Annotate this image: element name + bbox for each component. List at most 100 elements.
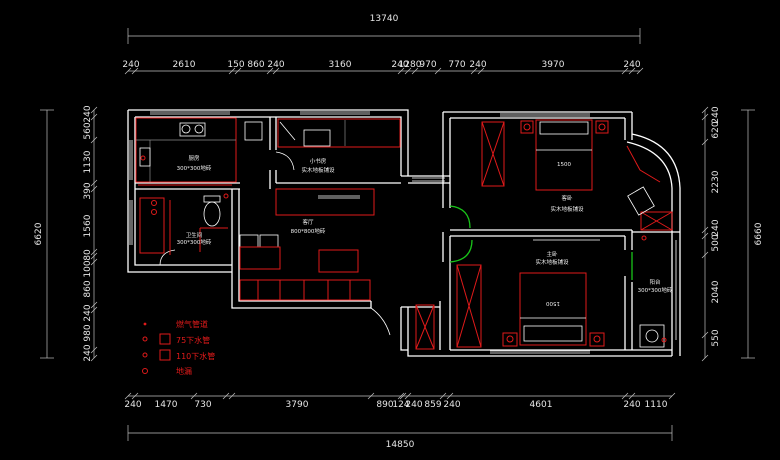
dimension-tick <box>124 67 132 75</box>
left-dim-1: 240 <box>83 105 93 122</box>
bath-spec: 300*300地砖 <box>177 238 212 246</box>
left-dim-3: 1130 <box>83 150 93 173</box>
left-dim-11: 240 <box>83 344 93 361</box>
bottom-dim-1: 240 <box>124 400 141 410</box>
bottom-dim-5: 890 <box>376 400 393 410</box>
dimension-tick <box>90 258 98 266</box>
dimension-tick <box>621 392 629 400</box>
study-door <box>275 151 295 171</box>
left-dim-2: 560 <box>83 122 93 139</box>
bottom-dim-6: 124 <box>392 400 409 410</box>
room-labels: 厨房 300*300地砖 小书房 实木地板铺设 卫生间 300*300地砖 客厅… <box>177 154 673 306</box>
living-fixtures <box>239 188 435 350</box>
dimension-tick <box>701 331 709 339</box>
left-dim-7: 100 <box>83 260 93 277</box>
dimension-tick <box>124 392 132 400</box>
master-bed <box>519 272 587 346</box>
dimension-tick <box>434 67 442 75</box>
top-dim-3: 150 <box>227 60 244 70</box>
top-dim-1: 240 <box>122 60 139 70</box>
dimension-tick <box>399 392 407 400</box>
top-dim-7: 240 <box>391 60 408 70</box>
master-name: 主卧 <box>546 250 558 258</box>
nightstand-lamp-icon <box>506 335 514 343</box>
legend-110: 110下水管 <box>176 351 215 361</box>
left-total-dimension: 6620 <box>34 222 44 245</box>
left-dim-6: 80 <box>83 249 93 261</box>
dimension-tick <box>470 67 478 75</box>
top-dim-9: 970 <box>419 60 436 70</box>
dimension-tick <box>90 252 98 260</box>
nightstand-lamp-icon <box>593 335 601 343</box>
guest-bed <box>535 119 593 191</box>
tv-cabinet <box>275 188 375 216</box>
burner-icon <box>194 124 204 134</box>
study-name: 小书房 <box>310 157 327 165</box>
bottom-total-dimension: 14850 <box>386 440 415 450</box>
top-total-dimension: 13740 <box>370 14 399 24</box>
guest-spec: 实木地板铺设 <box>550 205 584 213</box>
top-dimensions: 13740 240 2610 150 860 240 3160 240 1280… <box>122 14 644 75</box>
walls <box>127 109 681 357</box>
living-name: 客厅 <box>302 218 314 226</box>
left-dim-4: 390 <box>83 182 93 199</box>
top-dim-12: 3970 <box>542 60 565 70</box>
guest-bedroom-door <box>449 205 471 229</box>
right-total-dimension: 6660 <box>754 222 764 245</box>
dimension-tick <box>272 67 280 75</box>
right-dim-7: 550 <box>711 329 721 346</box>
dimension-tick <box>397 67 405 75</box>
top-dim-13: 240 <box>623 60 640 70</box>
armchair-icon <box>627 186 655 216</box>
dimension-tick <box>90 179 98 187</box>
dimension-tick <box>668 392 676 400</box>
dimension-tick <box>234 67 242 75</box>
dimension-tick <box>266 67 274 75</box>
bottom-dim-8: 859 <box>424 400 441 410</box>
right-dim-5: 500 <box>711 234 721 251</box>
bottom-dim-11: 240 <box>623 400 640 410</box>
dimension-tick <box>411 67 419 75</box>
kitchen-spec: 300*300地砖 <box>177 164 212 172</box>
top-dim-5: 240 <box>267 60 284 70</box>
left-dim-8: 860 <box>83 280 93 297</box>
right-dim-2: 620 <box>711 121 721 138</box>
drain-pipe-110-icon <box>142 352 148 358</box>
top-dim-8: 1280 <box>399 60 422 70</box>
dimension-tick <box>90 354 98 362</box>
dimension-tick <box>701 106 709 114</box>
bottom-dimensions: 240 1470 730 3790 890 124 240 859 240 46… <box>124 392 676 450</box>
toilet-icon <box>203 201 221 227</box>
kitchen-fixtures <box>135 117 263 186</box>
right-dimensions: 240 620 2230 240 500 2040 550 6660 <box>701 106 764 362</box>
pipe-markers <box>140 155 667 343</box>
dimension-tick <box>701 226 709 234</box>
drain-icon <box>151 200 157 206</box>
fridge-icon <box>244 121 263 141</box>
top-dim-11: 240 <box>469 60 486 70</box>
doors <box>159 151 633 336</box>
bottom-dim-2: 1470 <box>155 400 178 410</box>
top-dim-2: 2610 <box>173 60 196 70</box>
dimension-tick <box>90 185 98 193</box>
top-dim-6: 3160 <box>329 60 352 70</box>
bath-name: 卫生间 <box>186 231 203 239</box>
dimension-tick <box>222 392 230 400</box>
master-spec: 实木地板铺设 <box>535 258 569 266</box>
guest-name: 客卧 <box>561 194 573 202</box>
master-bed-size: 1500 <box>546 300 560 306</box>
bottom-dim-10: 4601 <box>530 400 553 410</box>
balcony-name: 阳台 <box>649 278 661 286</box>
dimension-tick <box>131 67 139 75</box>
entry-door <box>370 307 391 336</box>
study-spec: 实木地板铺设 <box>301 166 335 174</box>
dimension-tick <box>628 67 636 75</box>
kitchen-name: 厨房 <box>188 154 200 162</box>
desk-chair-icon <box>303 129 331 147</box>
dimension-tick <box>397 392 405 400</box>
dimension-tick <box>621 67 629 75</box>
dimension-tick <box>404 67 412 75</box>
legend: 燃气管道 75下水管 110下水管 地漏 <box>142 319 215 376</box>
master-bedroom-door <box>449 239 473 263</box>
dimension-tick <box>367 392 375 400</box>
